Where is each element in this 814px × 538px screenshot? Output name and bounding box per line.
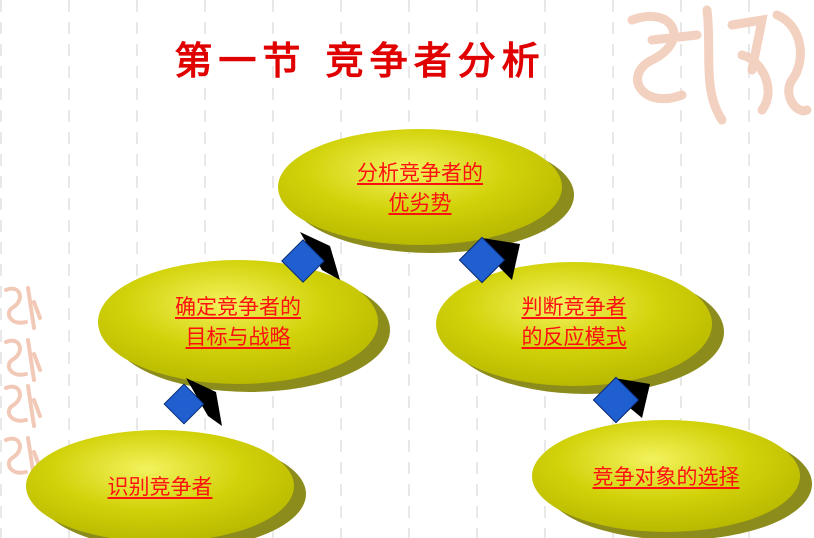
decorative-seal-small	[4, 384, 42, 428]
node-label-reaction[interactable]: 判断竞争者 的反应模式	[521, 295, 627, 349]
node-label-identify[interactable]: 识别竞争者	[107, 475, 213, 499]
arrow-connector-1	[163, 378, 222, 426]
node-label-strengths[interactable]: 分析竞争者的 优劣势	[357, 161, 483, 215]
node-label-selection[interactable]: 竞争对象的选择	[592, 465, 740, 489]
page-title: 第一节 竞争者分析	[174, 38, 546, 83]
node-target-selection[interactable]	[532, 420, 812, 538]
node-strengths-weaknesses[interactable]	[278, 129, 574, 253]
node-identify-competitors[interactable]	[26, 430, 306, 538]
decorative-seal-logo	[627, 5, 812, 125]
arrow-connector-2	[281, 232, 340, 283]
node-goals-strategy[interactable]	[98, 260, 390, 392]
decorative-seal-small	[4, 338, 42, 382]
node-reaction-pattern[interactable]	[436, 262, 724, 394]
node-label-goals[interactable]: 确定竞争者的 目标与战略	[175, 295, 301, 349]
arrow-connector-4	[592, 376, 650, 424]
decorative-seal-small	[4, 286, 42, 330]
arrow-connector-3	[458, 236, 520, 284]
